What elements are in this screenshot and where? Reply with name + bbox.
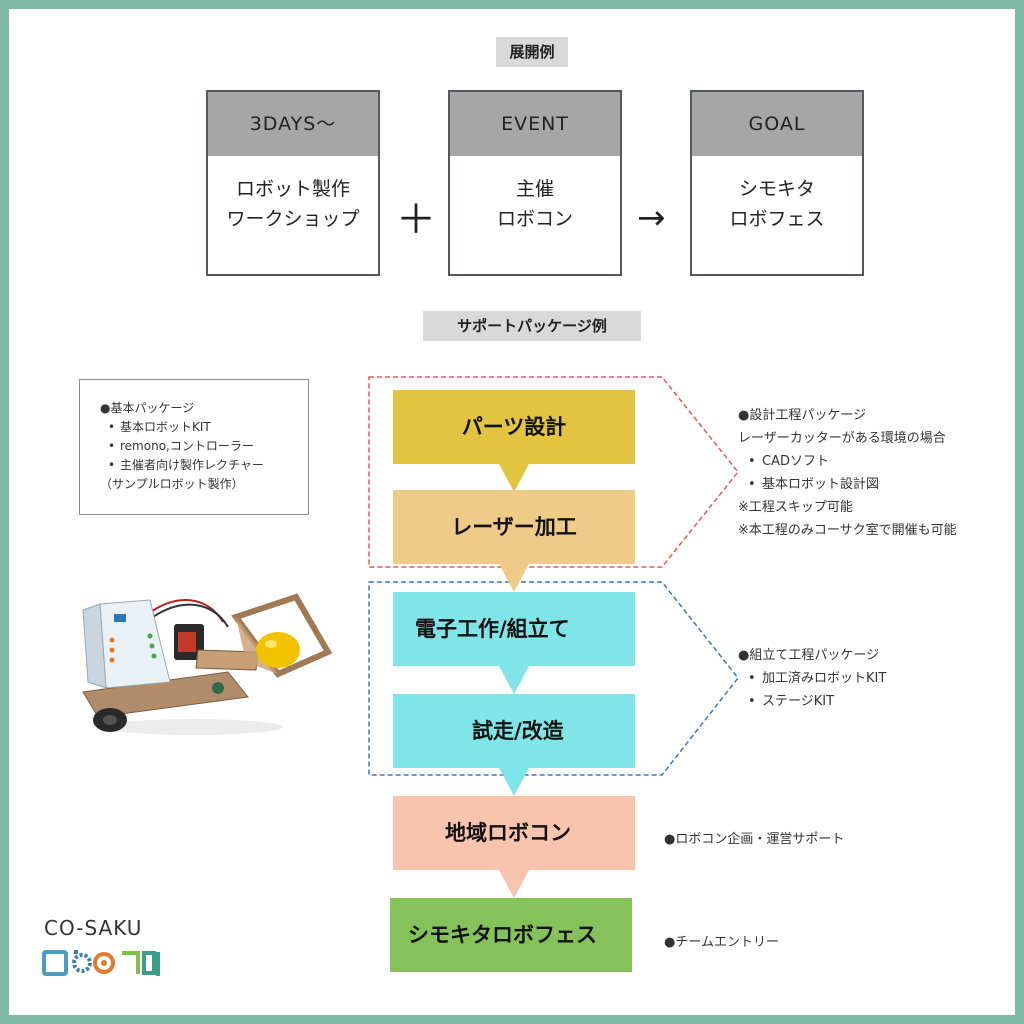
arrow-right-icon: → [637, 198, 666, 238]
flow-card-body: シモキタ ロボフェス [729, 178, 825, 230]
step-local-robocon: 地域ロボコン [393, 796, 635, 870]
step-laser-cutting: レーザー加工 [393, 490, 635, 564]
assembly-package-title: ●組立て工程パッケージ [738, 648, 880, 663]
step-test-run: 試走/改造 [393, 694, 635, 768]
flow-card-workshop: 3DAYS〜 ロボット製作 ワークショップ [206, 90, 380, 276]
plus-icon: ＋ [396, 197, 436, 243]
flow-card-event: EVENT 主催 ロボコン [448, 90, 622, 276]
step-arrow [499, 666, 529, 694]
step-shimokita-robofes: シモキタロボフェス [390, 898, 632, 972]
step-arrow [499, 464, 529, 492]
list-item: 基本ロボット設計図 [738, 473, 957, 496]
flow-card-head: 3DAYS〜 [208, 92, 378, 156]
list-item: 加工済みロボットKIT [738, 667, 886, 690]
design-package-list: CADソフト 基本ロボット設計図 [738, 450, 957, 496]
design-package-note: ●設計工程パッケージ レーザーカッターがある環境の場合 CADソフト 基本ロボッ… [738, 404, 957, 542]
design-package-subtitle: レーザーカッターがある環境の場合 [738, 431, 946, 446]
step-arrow [499, 870, 529, 898]
list-item: 主催者向け製作レクチャー [100, 456, 308, 475]
design-package-note-2: ※本工程のみコーサク室で開催も可能 [738, 523, 957, 538]
robot-image [82, 593, 333, 735]
design-package-title: ●設計工程パッケージ [738, 408, 867, 423]
support-title: サポートパッケージ例 [423, 311, 641, 341]
cosaku-logo-text: CO-SAKU [44, 916, 143, 940]
step-parts-design: パーツ設計 [393, 390, 635, 464]
step-arrow [499, 564, 529, 592]
assembly-package-note: ●組立て工程パッケージ 加工済みロボットKIT ステージKIT [738, 644, 886, 713]
list-item: remono,コントローラー [100, 437, 308, 456]
team-entry-note: ●チームエントリー [664, 935, 779, 950]
basic-package-title: ●基本パッケージ [100, 401, 195, 415]
flow-card-head: GOAL [692, 92, 862, 156]
step-assembly: 電子工作/組立て [393, 592, 635, 666]
list-item: CADソフト [738, 450, 957, 473]
robocon-logo-icon [42, 950, 160, 976]
list-item: 基本ロボットKIT [100, 418, 308, 437]
step-arrow [499, 768, 529, 796]
expansion-title: 展開例 [496, 37, 568, 67]
basic-package-list: 基本ロボットKIT remono,コントローラー 主催者向け製作レクチャー [100, 418, 308, 475]
basic-package-note: （サンプルロボット製作） [100, 477, 244, 491]
list-item: ステージKIT [738, 690, 886, 713]
assembly-package-list: 加工済みロボットKIT ステージKIT [738, 667, 886, 713]
basic-package-box: ●基本パッケージ 基本ロボットKIT remono,コントローラー 主催者向け製… [79, 379, 309, 515]
flow-card-body: 主催 ロボコン [496, 178, 573, 230]
robocon-support-note: ●ロボコン企画・運営サポート [664, 832, 845, 847]
flow-card-goal: GOAL シモキタ ロボフェス [690, 90, 864, 276]
flow-card-head: EVENT [450, 92, 620, 156]
design-package-note-1: ※工程スキップ可能 [738, 500, 853, 515]
flow-card-body: ロボット製作 ワークショップ [226, 178, 360, 230]
